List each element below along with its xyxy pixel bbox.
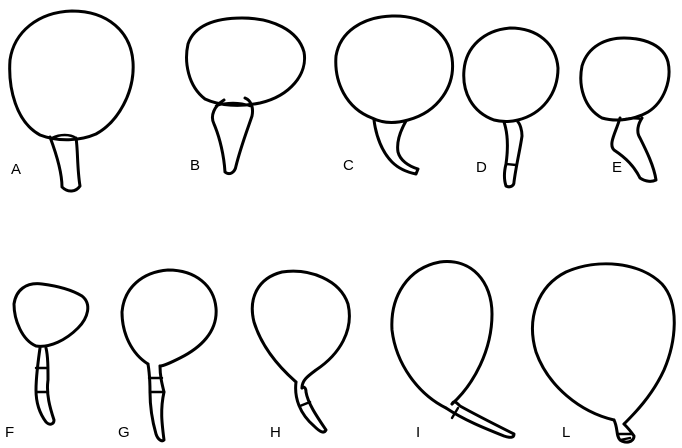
specimen-e-head [581, 38, 669, 120]
specimen-d-stalk [504, 122, 522, 187]
specimen-g: G [118, 270, 216, 441]
specimen-g-head [122, 270, 216, 366]
specimen-h-label: H [270, 424, 281, 441]
specimen-e-label: E [612, 159, 622, 176]
specimen-a-label: A [11, 161, 21, 178]
specimen-l-label: L [562, 424, 570, 441]
specimen-e: E [581, 38, 669, 181]
specimen-c-head [336, 16, 453, 123]
specimen-a-stalk-seam [52, 135, 76, 138]
specimen-i-label: I [416, 424, 420, 441]
specimen-g-label: G [118, 424, 130, 441]
specimen-g-stalk [150, 392, 164, 441]
specimen-f: F [5, 284, 88, 441]
specimen-a-head [10, 11, 133, 140]
specimen-l: L [533, 264, 675, 442]
specimen-f-head [14, 284, 88, 347]
specimen-a: A [10, 11, 133, 191]
specimen-d-head [464, 28, 558, 122]
specimen-l-stalk-tip [618, 434, 632, 440]
specimen-a-stalk [50, 137, 80, 191]
specimen-b-label: B [190, 157, 200, 174]
specimen-d: D [464, 28, 558, 187]
specimen-c: C [336, 16, 453, 174]
specimen-i-stalk [446, 402, 514, 437]
specimen-i: I [392, 262, 514, 441]
specimen-d-label: D [476, 159, 487, 176]
specimen-b-head [187, 18, 305, 105]
specimen-f-stalk [36, 348, 54, 424]
specimen-h: H [252, 271, 349, 441]
specimen-b: B [187, 18, 305, 174]
specimen-f-label: F [5, 424, 14, 441]
specimen-h-head [252, 271, 349, 388]
specimen-i-head [392, 262, 492, 408]
specimen-b-stalk [212, 98, 252, 174]
specimen-c-label: C [343, 157, 354, 174]
specimen-l-head [533, 264, 675, 424]
specimen-c-stalk [374, 120, 418, 174]
specimen-d-stalk-joint [506, 164, 516, 165]
